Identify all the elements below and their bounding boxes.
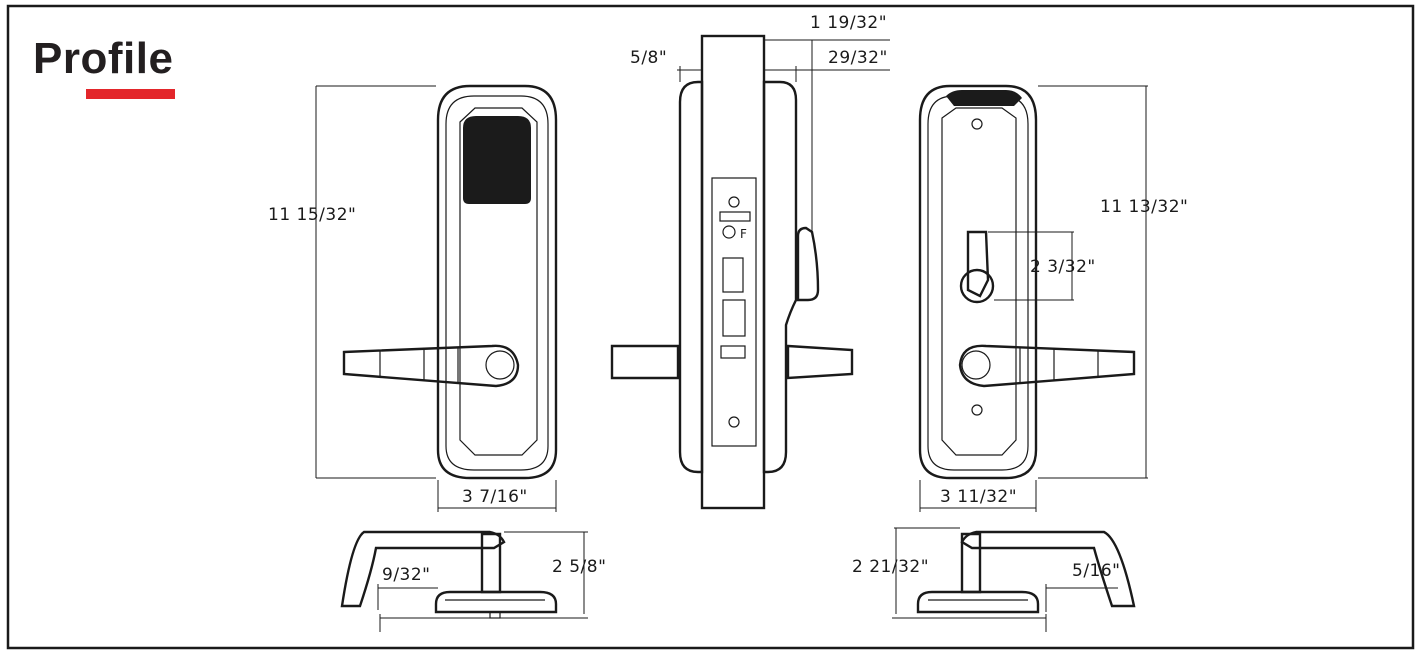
side-view: F bbox=[610, 34, 890, 510]
side-inner-escutcheon bbox=[762, 80, 798, 474]
page-frame bbox=[6, 4, 1415, 650]
side-backset-label: 29/32" bbox=[828, 48, 888, 68]
front-lever-rose bbox=[485, 350, 515, 380]
front-width-label: 3 7/16" bbox=[462, 487, 528, 507]
back-top-screw-icon bbox=[971, 118, 983, 130]
front-faceplate bbox=[459, 107, 538, 456]
rfid-reader-window bbox=[463, 116, 531, 204]
left-lever-shank bbox=[480, 532, 502, 594]
back-thumbturn-label: 2 3/32" bbox=[1030, 257, 1096, 277]
status-indicator-strip bbox=[946, 90, 1022, 106]
front-lever-handle bbox=[342, 344, 520, 388]
front-view bbox=[315, 84, 558, 512]
front-escutcheon-outline bbox=[436, 84, 558, 480]
page-title: Profile bbox=[33, 34, 174, 83]
side-thickness-label: 1 19/32" bbox=[810, 13, 887, 33]
side-outer-lever bbox=[610, 344, 680, 380]
back-faceplate bbox=[941, 107, 1017, 456]
left-lever-gap-label: 9/32" bbox=[382, 565, 431, 585]
back-escutcheon-outline bbox=[918, 84, 1038, 480]
back-width-label: 3 11/32" bbox=[940, 487, 1017, 507]
title-underline bbox=[86, 89, 175, 99]
right-lever-projection-label: 2 21/32" bbox=[852, 557, 929, 577]
right-lever-top-profile bbox=[960, 530, 1136, 608]
left-rose-base bbox=[434, 590, 558, 614]
auxiliary-latch bbox=[720, 345, 746, 359]
bottom-screw-icon bbox=[728, 416, 740, 428]
top-screw-icon bbox=[728, 196, 740, 208]
brand-plate bbox=[719, 211, 751, 222]
back-lever-handle bbox=[958, 344, 1136, 388]
back-escutcheon-bevel bbox=[927, 95, 1029, 471]
door-edge-section bbox=[700, 34, 766, 510]
left-lever-plan-view bbox=[340, 530, 588, 632]
back-thumbturn bbox=[966, 230, 990, 298]
back-lever-rose bbox=[961, 350, 991, 380]
back-height-label: 11 13/32" bbox=[1100, 197, 1188, 217]
side-outer-escutcheon bbox=[678, 80, 704, 474]
right-rose-base bbox=[916, 590, 1040, 614]
side-thumbturn bbox=[796, 226, 820, 302]
back-view bbox=[918, 84, 1148, 512]
fire-rating-mark: F bbox=[740, 227, 747, 241]
right-lever-gap-label: 5/16" bbox=[1072, 561, 1121, 581]
left-lever-projection-label: 2 5/8" bbox=[552, 557, 606, 577]
mortise-faceplate bbox=[711, 177, 757, 447]
deadbolt bbox=[722, 299, 746, 337]
right-lever-plan-view bbox=[892, 527, 1136, 632]
back-bottom-screw-icon bbox=[971, 404, 983, 416]
thumbturn-rose bbox=[959, 268, 995, 304]
keyway-icon bbox=[722, 225, 736, 239]
front-escutcheon-bevel bbox=[445, 95, 549, 471]
side-door-offset-label: 5/8" bbox=[630, 48, 667, 68]
side-inner-lever bbox=[786, 344, 854, 380]
front-height-label: 11 15/32" bbox=[268, 205, 356, 225]
latch-bolt bbox=[722, 257, 744, 293]
